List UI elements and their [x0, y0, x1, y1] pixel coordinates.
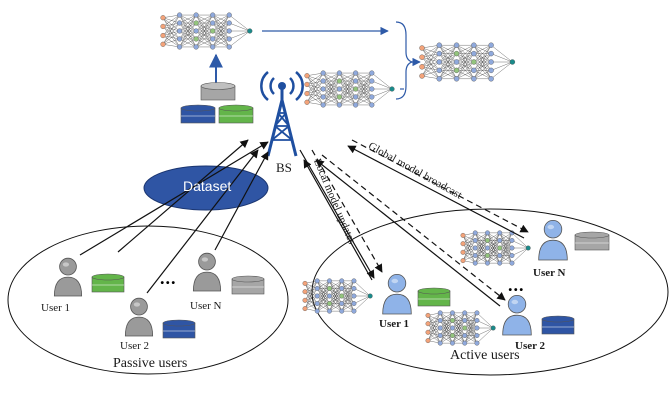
storage-disk-icon — [91, 273, 125, 293]
active-users-ellipse — [311, 208, 669, 376]
arrow-update-user2-up — [315, 159, 501, 307]
database-icon — [200, 82, 236, 101]
aggregation-brace — [395, 21, 414, 100]
arrow-passive-user1-to-bs — [79, 141, 269, 256]
bs-label: BS — [276, 160, 292, 175]
active-userN-label: User N — [533, 267, 566, 279]
arrow-update-userN-up — [347, 145, 525, 239]
person-icon — [502, 295, 532, 336]
passive-users-label: Passive users — [113, 356, 188, 371]
active-user2-label: User 2 — [515, 340, 546, 352]
arrow-broadcast-userN — [351, 139, 529, 233]
passive-user2-label: User 2 — [120, 340, 150, 352]
storage-disk-icon — [162, 319, 196, 339]
storage-disk-icon — [417, 287, 451, 307]
arrow-passive-userN-to-bs — [214, 151, 269, 251]
person-icon — [538, 219, 568, 261]
passive-user1-label: User 1 — [41, 302, 71, 314]
neural-network-icon — [419, 42, 516, 82]
antenna-tower-icon — [260, 71, 304, 157]
storage-disk-icon — [218, 104, 254, 124]
arrow-update-user1 — [299, 149, 375, 279]
active-ellipsis: ... — [508, 275, 525, 295]
arrow-broadcast-user1 — [311, 149, 383, 273]
arrow-update-user1-up — [303, 159, 373, 281]
neural-network-icon — [302, 278, 373, 314]
neural-network-icon — [304, 70, 395, 108]
storage-disk-icon — [541, 315, 575, 335]
arrow-broadcast-user2 — [321, 154, 506, 301]
passive-ellipsis: ... — [160, 268, 177, 288]
dataset-label: Dataset — [183, 178, 232, 194]
active-users-label: Active users — [450, 348, 520, 363]
person-icon — [53, 257, 83, 297]
active-user1-label: User 1 — [379, 318, 410, 330]
storage-disk-icon — [574, 231, 610, 251]
person-icon — [124, 297, 154, 337]
neural-network-icon — [425, 310, 496, 346]
person-icon — [382, 274, 412, 315]
neural-network-icon — [460, 230, 531, 266]
arrow-passive-user2-to-bs — [146, 149, 259, 294]
neural-network-icon — [160, 12, 253, 50]
storage-disk-icon — [180, 104, 216, 124]
arrow-passive-to-bs-extra — [117, 139, 249, 253]
passive-userN-label: User N — [190, 300, 222, 312]
storage-disk-icon — [231, 275, 265, 295]
person-icon — [192, 252, 222, 292]
